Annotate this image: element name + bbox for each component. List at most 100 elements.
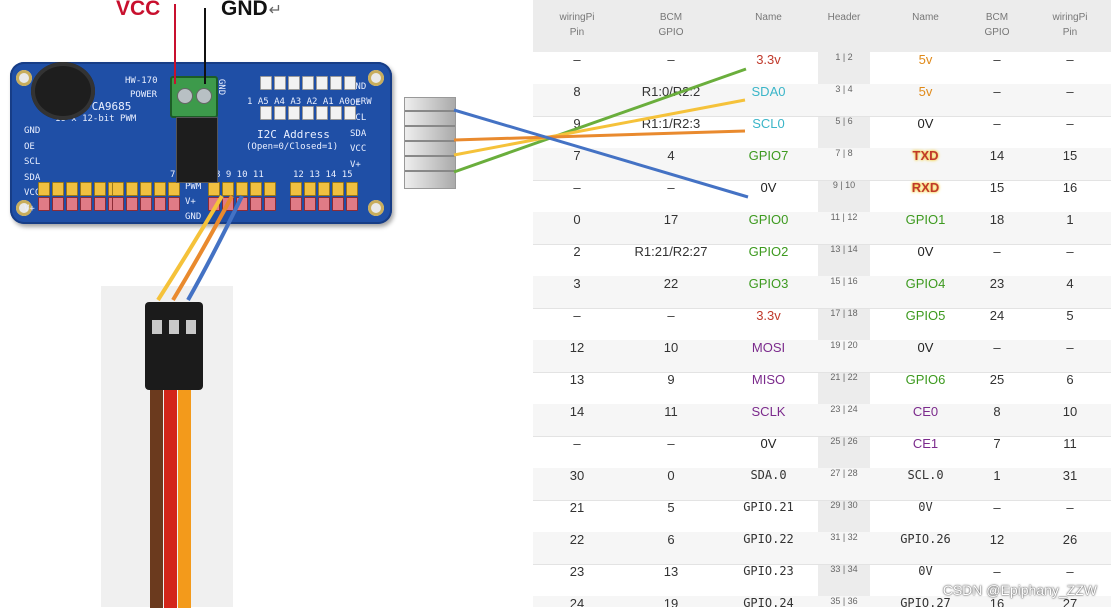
- cell-wiringpi-right: 4: [1066, 276, 1074, 291]
- servo-wire-orange: [178, 388, 191, 608]
- cell-name-left: SCL0: [752, 116, 785, 131]
- cell-name-right: 0V: [918, 500, 933, 514]
- wire-yellow-sda: [453, 98, 746, 157]
- cell-name-left: SDA.0: [750, 468, 787, 482]
- cell-name-left: 0V: [760, 436, 777, 451]
- mount-hole: [368, 200, 384, 216]
- cell-wiringpi-right: 16: [1062, 180, 1078, 195]
- side-header-pins: [404, 97, 456, 189]
- cell-name-right: 0V: [917, 116, 934, 131]
- board-subtitle: 16 x 12-bit PWM: [55, 114, 137, 124]
- cell-wiringpi-left: 8: [573, 84, 581, 99]
- cell-name-left: GPIO0: [748, 212, 789, 227]
- capacitor: [31, 62, 95, 120]
- cell-name-right: 5v: [918, 52, 933, 67]
- cell-physical-pins: 33 | 34: [830, 564, 858, 574]
- col-wiringpi-right: wiringPi Pin: [1052, 12, 1088, 38]
- mount-hole: [368, 70, 384, 86]
- cell-bcm-right: 1: [993, 468, 1001, 483]
- cell-wiringpi-left: 13: [569, 372, 585, 387]
- cell-physical-pins: 19 | 20: [830, 340, 858, 350]
- cell-name-left: 0V: [760, 180, 777, 195]
- cell-bcm-right: –: [993, 116, 1001, 131]
- cell-bcm-left: 4: [667, 148, 675, 163]
- cell-bcm-right: –: [993, 52, 1001, 67]
- cell-wiringpi-right: –: [1066, 116, 1074, 131]
- cell-wiringpi-right: –: [1066, 84, 1074, 99]
- cell-physical-pins: 17 | 18: [830, 308, 858, 318]
- watermark: CSDN @Epiphany_ZZW: [942, 582, 1097, 598]
- cell-bcm-left: 0: [667, 468, 675, 483]
- cell-wiringpi-right: 26: [1062, 532, 1078, 547]
- cell-bcm-left: 22: [663, 276, 679, 291]
- mount-hole: [16, 70, 32, 86]
- cell-physical-pins: 31 | 32: [830, 532, 858, 542]
- cell-physical-pins: 13 | 14: [830, 244, 858, 254]
- cell-bcm-right: –: [993, 84, 1001, 99]
- cell-physical-pins: 29 | 30: [830, 500, 858, 510]
- cell-wiringpi-right: –: [1066, 340, 1074, 355]
- cell-name-right: CE0: [912, 404, 939, 419]
- cell-bcm-right: 24: [989, 308, 1005, 323]
- cell-name-right: GPIO5: [905, 308, 946, 323]
- cell-name-left: SCLK: [751, 404, 786, 419]
- cell-wiringpi-right: 31: [1062, 468, 1078, 483]
- cell-physical-pins: 35 | 36: [830, 596, 858, 606]
- channel-numbers-8-11: 8 9 10 11: [215, 170, 264, 180]
- cell-bcm-left: 5: [667, 500, 675, 515]
- cell-bcm-right: –: [993, 244, 1001, 259]
- cell-name-left: GPIO.24: [743, 596, 794, 607]
- vcc-label: VCC: [116, 0, 161, 20]
- cell-name-right: CE1: [912, 436, 939, 451]
- cell-name-right: GPIO.27: [900, 596, 951, 607]
- cell-name-left: MISO: [751, 372, 786, 387]
- pca9685-chip: [176, 117, 218, 183]
- cell-bcm-left: –: [667, 180, 675, 195]
- cell-wiringpi-left: 7: [573, 148, 581, 163]
- cell-wiringpi-left: –: [573, 52, 581, 67]
- cell-bcm-right: –: [993, 340, 1001, 355]
- cell-name-left: GPIO2: [748, 244, 789, 259]
- cell-bcm-left: 13: [663, 564, 679, 579]
- right-pin-labels: GND OE SCL SDA VCC V+: [350, 82, 367, 170]
- cell-name-left: GPIO.21: [743, 500, 794, 514]
- cell-name-right: 0V: [918, 564, 933, 578]
- cell-name-right: RXD: [911, 180, 940, 195]
- cell-physical-pins: 23 | 24: [830, 404, 858, 414]
- col-name-left: Name: [755, 12, 782, 23]
- address-jumper-pads-lower: [260, 106, 356, 120]
- cell-bcm-right: 12: [989, 532, 1005, 547]
- address-jumper-pads: [260, 76, 356, 90]
- cell-bcm-right: 23: [989, 276, 1005, 291]
- terminal-screw: [177, 88, 193, 104]
- cell-physical-pins: 27 | 28: [830, 468, 858, 478]
- cell-physical-pins: 15 | 16: [830, 276, 858, 286]
- cell-wiringpi-right: 27: [1062, 596, 1078, 607]
- cell-wiringpi-right: –: [1066, 52, 1074, 67]
- cell-physical-pins: 1 | 2: [835, 52, 853, 62]
- cell-wiringpi-left: –: [573, 180, 581, 195]
- cell-bcm-left: 10: [663, 340, 679, 355]
- cell-physical-pins: 9 | 10: [832, 180, 856, 190]
- cell-wiringpi-left: 12: [569, 340, 585, 355]
- servo-header-vplus-row-d: [290, 197, 358, 211]
- cell-wiringpi-right: –: [1066, 500, 1074, 515]
- cell-wiringpi-right: –: [1066, 564, 1074, 579]
- cell-wiringpi-left: 3: [573, 276, 581, 291]
- cell-wiringpi-left: 30: [569, 468, 585, 483]
- servo-wire-power: [171, 195, 234, 302]
- cell-bcm-left: –: [667, 52, 675, 67]
- cell-bcm-left: 9: [667, 372, 675, 387]
- cell-bcm-left: –: [667, 436, 675, 451]
- cell-bcm-right: –: [993, 564, 1001, 579]
- cell-bcm-left: 6: [667, 532, 675, 547]
- col-wiringpi-left: wiringPi Pin: [559, 12, 595, 38]
- cell-wiringpi-left: –: [573, 436, 581, 451]
- servo-header-pwm-row-b: [112, 182, 180, 196]
- servo-wire-signal: [156, 194, 224, 302]
